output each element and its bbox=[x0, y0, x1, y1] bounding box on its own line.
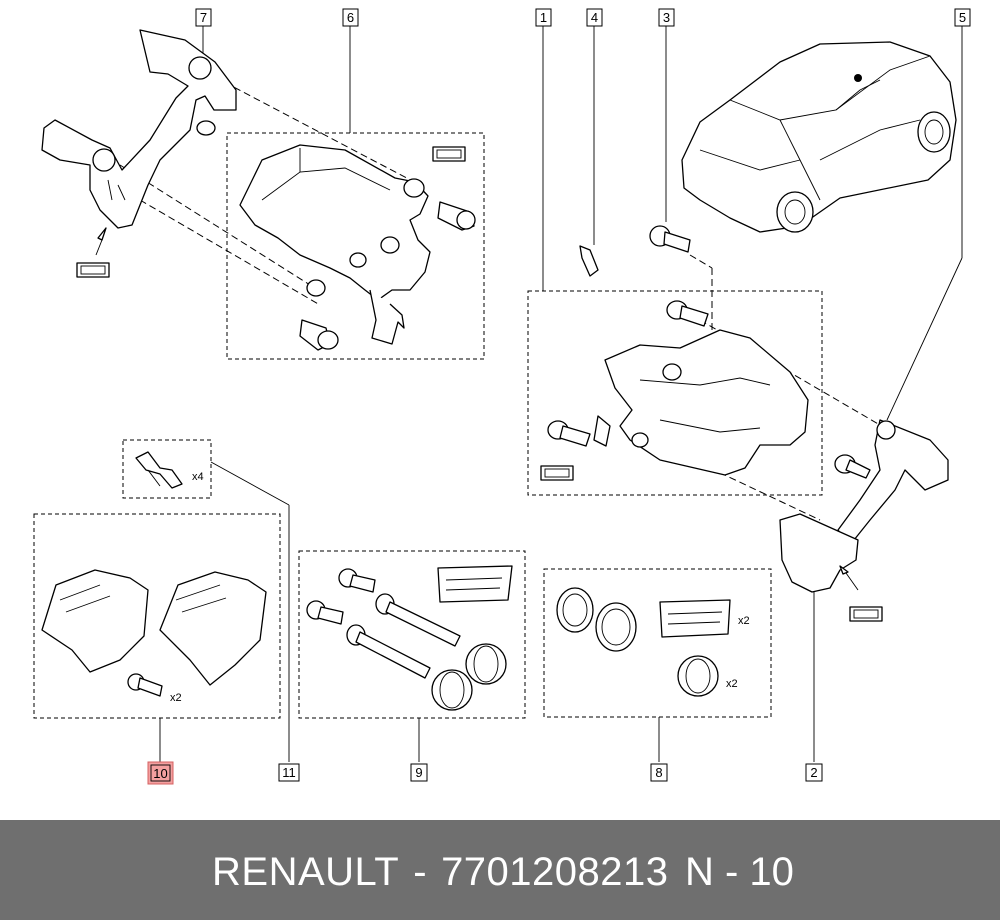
boot-quantity: x2 bbox=[726, 678, 738, 690]
svg-text:8: 8 bbox=[655, 765, 662, 780]
part-number: 7701208213 bbox=[441, 850, 669, 894]
callout-4[interactable]: 4 bbox=[586, 8, 603, 27]
seal-patch-quantity: x2 bbox=[738, 615, 750, 627]
callout-2[interactable]: 2 bbox=[805, 763, 823, 782]
svg-text:6: 6 bbox=[347, 10, 354, 25]
footer-bar: RENAULT-7701208213 N - 10 bbox=[0, 820, 1000, 920]
brake-pads bbox=[41, 569, 267, 697]
group-box-brake-pads bbox=[33, 513, 281, 719]
footer-part-info: RENAULT-7701208213 bbox=[212, 850, 669, 895]
svg-text:1: 1 bbox=[540, 10, 547, 25]
brake-carrier-part-2 bbox=[779, 513, 859, 593]
bolt-part-3 bbox=[649, 225, 691, 253]
reference-tag-bracket-left bbox=[76, 262, 110, 278]
svg-text:2: 2 bbox=[810, 765, 817, 780]
group-box-seal-kit bbox=[543, 568, 772, 718]
separator: - bbox=[413, 850, 428, 894]
bleeder-screw-part-4 bbox=[579, 245, 599, 277]
callout-5[interactable]: 5 bbox=[954, 8, 971, 27]
brake-caliper-right bbox=[540, 300, 809, 481]
group-box-caliper-left bbox=[226, 132, 485, 360]
caliper-bracket-left bbox=[41, 29, 237, 256]
callout-11[interactable]: 11 bbox=[278, 763, 300, 782]
callout-3[interactable]: 3 bbox=[658, 8, 675, 27]
group-box-caliper-right bbox=[527, 290, 823, 496]
reference-tag-carrier bbox=[849, 606, 883, 622]
spring-clips bbox=[135, 451, 183, 489]
reference-tag-inner-left bbox=[80, 265, 106, 275]
callout-10[interactable]: 10 bbox=[147, 761, 174, 785]
group-box-clips bbox=[122, 439, 212, 499]
callout-7[interactable]: 7 bbox=[195, 8, 212, 27]
guide-pin-kit bbox=[306, 565, 513, 711]
callout-9[interactable]: 9 bbox=[410, 763, 428, 782]
brand-name: RENAULT bbox=[212, 850, 400, 894]
callout-8[interactable]: 8 bbox=[650, 763, 668, 782]
exploded-parts-diagram: x4 x2 x2 x2 bbox=[33, 8, 971, 785]
position-label: N - 10 bbox=[685, 850, 794, 894]
svg-text:3: 3 bbox=[663, 10, 670, 25]
callout-6[interactable]: 6 bbox=[342, 8, 359, 27]
callout-1[interactable]: 1 bbox=[535, 8, 552, 27]
callout-10-highlight bbox=[147, 761, 174, 785]
svg-text:11: 11 bbox=[282, 765, 296, 780]
brake-caliper-left bbox=[239, 144, 476, 351]
leader-lines bbox=[159, 26, 963, 762]
caliper-bracket-right bbox=[834, 419, 949, 546]
group-box-guide-pins bbox=[298, 550, 526, 719]
svg-text:9: 9 bbox=[415, 765, 422, 780]
reference-tag-inner-carrier bbox=[853, 609, 879, 619]
clips-quantity: x4 bbox=[192, 471, 204, 483]
pad-bolt-quantity: x2 bbox=[170, 692, 182, 704]
car-illustration bbox=[681, 41, 957, 233]
svg-text:7: 7 bbox=[200, 10, 207, 25]
svg-text:4: 4 bbox=[591, 10, 598, 25]
svg-text:10: 10 bbox=[153, 766, 167, 781]
seal-kit bbox=[556, 587, 731, 697]
svg-text:5: 5 bbox=[959, 10, 966, 25]
